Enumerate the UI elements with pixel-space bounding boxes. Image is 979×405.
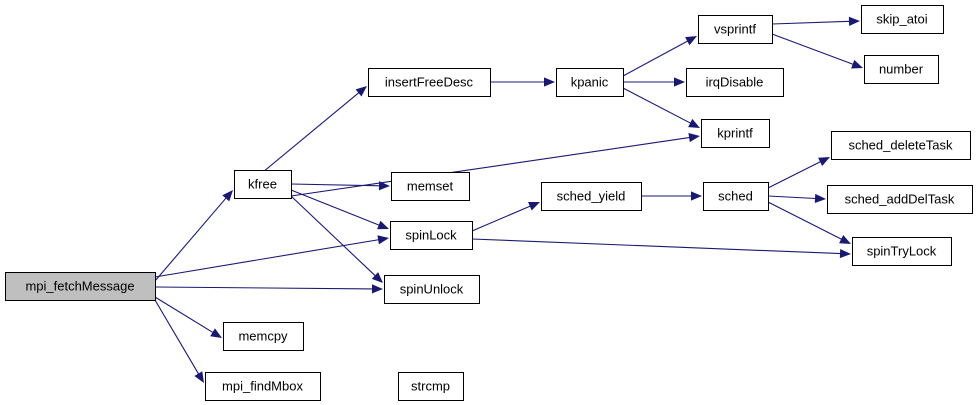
edge-sched-to-spinTryLock bbox=[767, 201, 843, 241]
node-box-strcmp[interactable] bbox=[398, 372, 464, 401]
edge-mpi_fetchMessage-to-spinUnlock bbox=[154, 286, 374, 290]
arrowhead-kpanic-to-vsprintf bbox=[685, 36, 697, 46]
arrowhead-sched-to-spinTryLock bbox=[839, 234, 851, 244]
node-kprintf[interactable]: kprintf bbox=[701, 119, 770, 148]
arrowhead-kfree-to-spinUnlock bbox=[371, 272, 383, 283]
node-box-mpi_findMbox[interactable] bbox=[205, 372, 321, 401]
node-memcpy[interactable]: memcpy bbox=[223, 322, 304, 351]
edge-kfree-to-spinLock bbox=[290, 189, 380, 226]
node-vsprintf[interactable]: vsprintf bbox=[698, 15, 773, 44]
arrowhead-kfree-to-kprintf bbox=[688, 133, 700, 143]
node-box-sched_deleteTask[interactable] bbox=[831, 131, 971, 160]
node-spinLock[interactable]: spinLock bbox=[390, 221, 473, 250]
arrowhead-kfree-to-insertFreeDesc bbox=[355, 86, 367, 97]
arrowhead-vsprintf-to-number bbox=[851, 59, 863, 69]
arrowhead-kfree-to-spinLock bbox=[377, 220, 389, 230]
node-spinTryLock[interactable]: spinTryLock bbox=[852, 237, 952, 266]
edge-kpanic-to-kprintf bbox=[622, 87, 692, 124]
node-box-spinTryLock[interactable] bbox=[852, 237, 952, 266]
arrowhead-mpi_fetchMessage-to-kfree bbox=[222, 190, 233, 202]
arrowhead-mpi_fetchMessage-to-spinLock bbox=[377, 235, 389, 245]
arrowhead-mpi_fetchMessage-to-spinUnlock bbox=[371, 284, 383, 294]
node-box-spinLock[interactable] bbox=[390, 221, 473, 250]
arrowhead-mpi_fetchMessage-to-memcpy bbox=[210, 328, 222, 338]
node-sched[interactable]: sched bbox=[703, 182, 769, 211]
edge-sched-to-sched_addDelTask bbox=[767, 195, 817, 200]
edge-mpi_fetchMessage-to-spinLock bbox=[154, 239, 380, 278]
node-insertFreeDesc[interactable]: insertFreeDesc bbox=[368, 68, 491, 97]
edge-mpi_fetchMessage-to-mpi_findMbox bbox=[154, 299, 200, 375]
node-box-number[interactable] bbox=[864, 55, 939, 84]
node-sched_deleteTask[interactable]: sched_deleteTask bbox=[831, 131, 971, 160]
node-box-kfree[interactable] bbox=[234, 170, 292, 199]
edge-spinLock-to-spinTryLock bbox=[471, 238, 842, 255]
node-box-sched[interactable] bbox=[703, 182, 769, 211]
arrowhead-spinLock-to-spinTryLock bbox=[839, 248, 851, 259]
edge-mpi_fetchMessage-to-memcpy bbox=[154, 296, 214, 334]
arrowhead-kpanic-to-irqDisable bbox=[674, 77, 685, 87]
node-box-kprintf[interactable] bbox=[701, 119, 770, 148]
node-sched_addDelTask[interactable]: sched_addDelTask bbox=[827, 185, 973, 214]
arrowhead-vsprintf-to-skip_atoi bbox=[848, 16, 860, 26]
node-box-spinUnlock[interactable] bbox=[384, 275, 480, 304]
node-box-mpi_fetchMessage[interactable] bbox=[5, 272, 156, 301]
edge-kfree-to-kprintf bbox=[290, 136, 691, 197]
arrowhead-mpi_fetchMessage-to-mpi_findMbox bbox=[194, 371, 204, 383]
node-irqDisable[interactable]: irqDisable bbox=[686, 68, 784, 97]
node-box-insertFreeDesc[interactable] bbox=[368, 68, 491, 97]
arrowhead-spinLock-to-sched_yield bbox=[528, 202, 540, 211]
nodes-layer: mpi_fetchMessage kfree memcpy mpi_findMbox i… bbox=[5, 5, 973, 401]
edge-kfree-to-spinUnlock bbox=[290, 195, 377, 277]
edge-vsprintf-to-number bbox=[771, 33, 854, 66]
node-skip_atoi[interactable]: skip_atoi bbox=[861, 5, 944, 34]
node-mpi_findMbox[interactable]: mpi_findMbox bbox=[205, 372, 321, 401]
node-spinUnlock[interactable]: spinUnlock bbox=[384, 275, 480, 304]
arrowhead-sched_yield-to-sched bbox=[691, 191, 702, 201]
node-box-memset[interactable] bbox=[391, 172, 470, 201]
edge-kfree-to-memset bbox=[290, 183, 381, 187]
node-number[interactable]: number bbox=[864, 55, 939, 84]
arrowhead-sched-to-sched_addDelTask bbox=[814, 193, 826, 204]
edge-spinLock-to-sched_yield bbox=[471, 205, 531, 232]
node-mpi_fetchMessage[interactable]: mpi_fetchMessage bbox=[5, 272, 156, 301]
node-sched_yield[interactable]: sched_yield bbox=[541, 182, 642, 211]
node-strcmp[interactable]: strcmp bbox=[398, 372, 464, 401]
node-box-sched_yield[interactable] bbox=[541, 182, 642, 211]
node-kfree[interactable]: kfree bbox=[234, 170, 292, 199]
edge-kpanic-to-vsprintf bbox=[622, 40, 689, 77]
edge-sched-to-sched_deleteTask bbox=[767, 160, 822, 189]
edge-mpi_fetchMessage-to-kfree bbox=[154, 197, 227, 282]
arrowhead-sched-to-sched_deleteTask bbox=[818, 157, 830, 166]
node-kpanic[interactable]: kpanic bbox=[556, 68, 624, 97]
node-box-kpanic[interactable] bbox=[556, 68, 624, 97]
arrowhead-insertFreeDesc-to-kpanic bbox=[544, 77, 555, 87]
node-memset[interactable]: memset bbox=[391, 172, 470, 201]
arrowhead-kpanic-to-kprintf bbox=[688, 118, 700, 128]
node-box-irqDisable[interactable] bbox=[686, 68, 784, 97]
node-box-vsprintf[interactable] bbox=[698, 15, 773, 44]
edge-vsprintf-to-skip_atoi bbox=[771, 20, 851, 25]
node-box-sched_addDelTask[interactable] bbox=[827, 185, 973, 214]
arrowhead-kfree-to-memset bbox=[378, 181, 390, 191]
node-box-skip_atoi[interactable] bbox=[861, 5, 944, 34]
node-box-memcpy[interactable] bbox=[223, 322, 304, 351]
